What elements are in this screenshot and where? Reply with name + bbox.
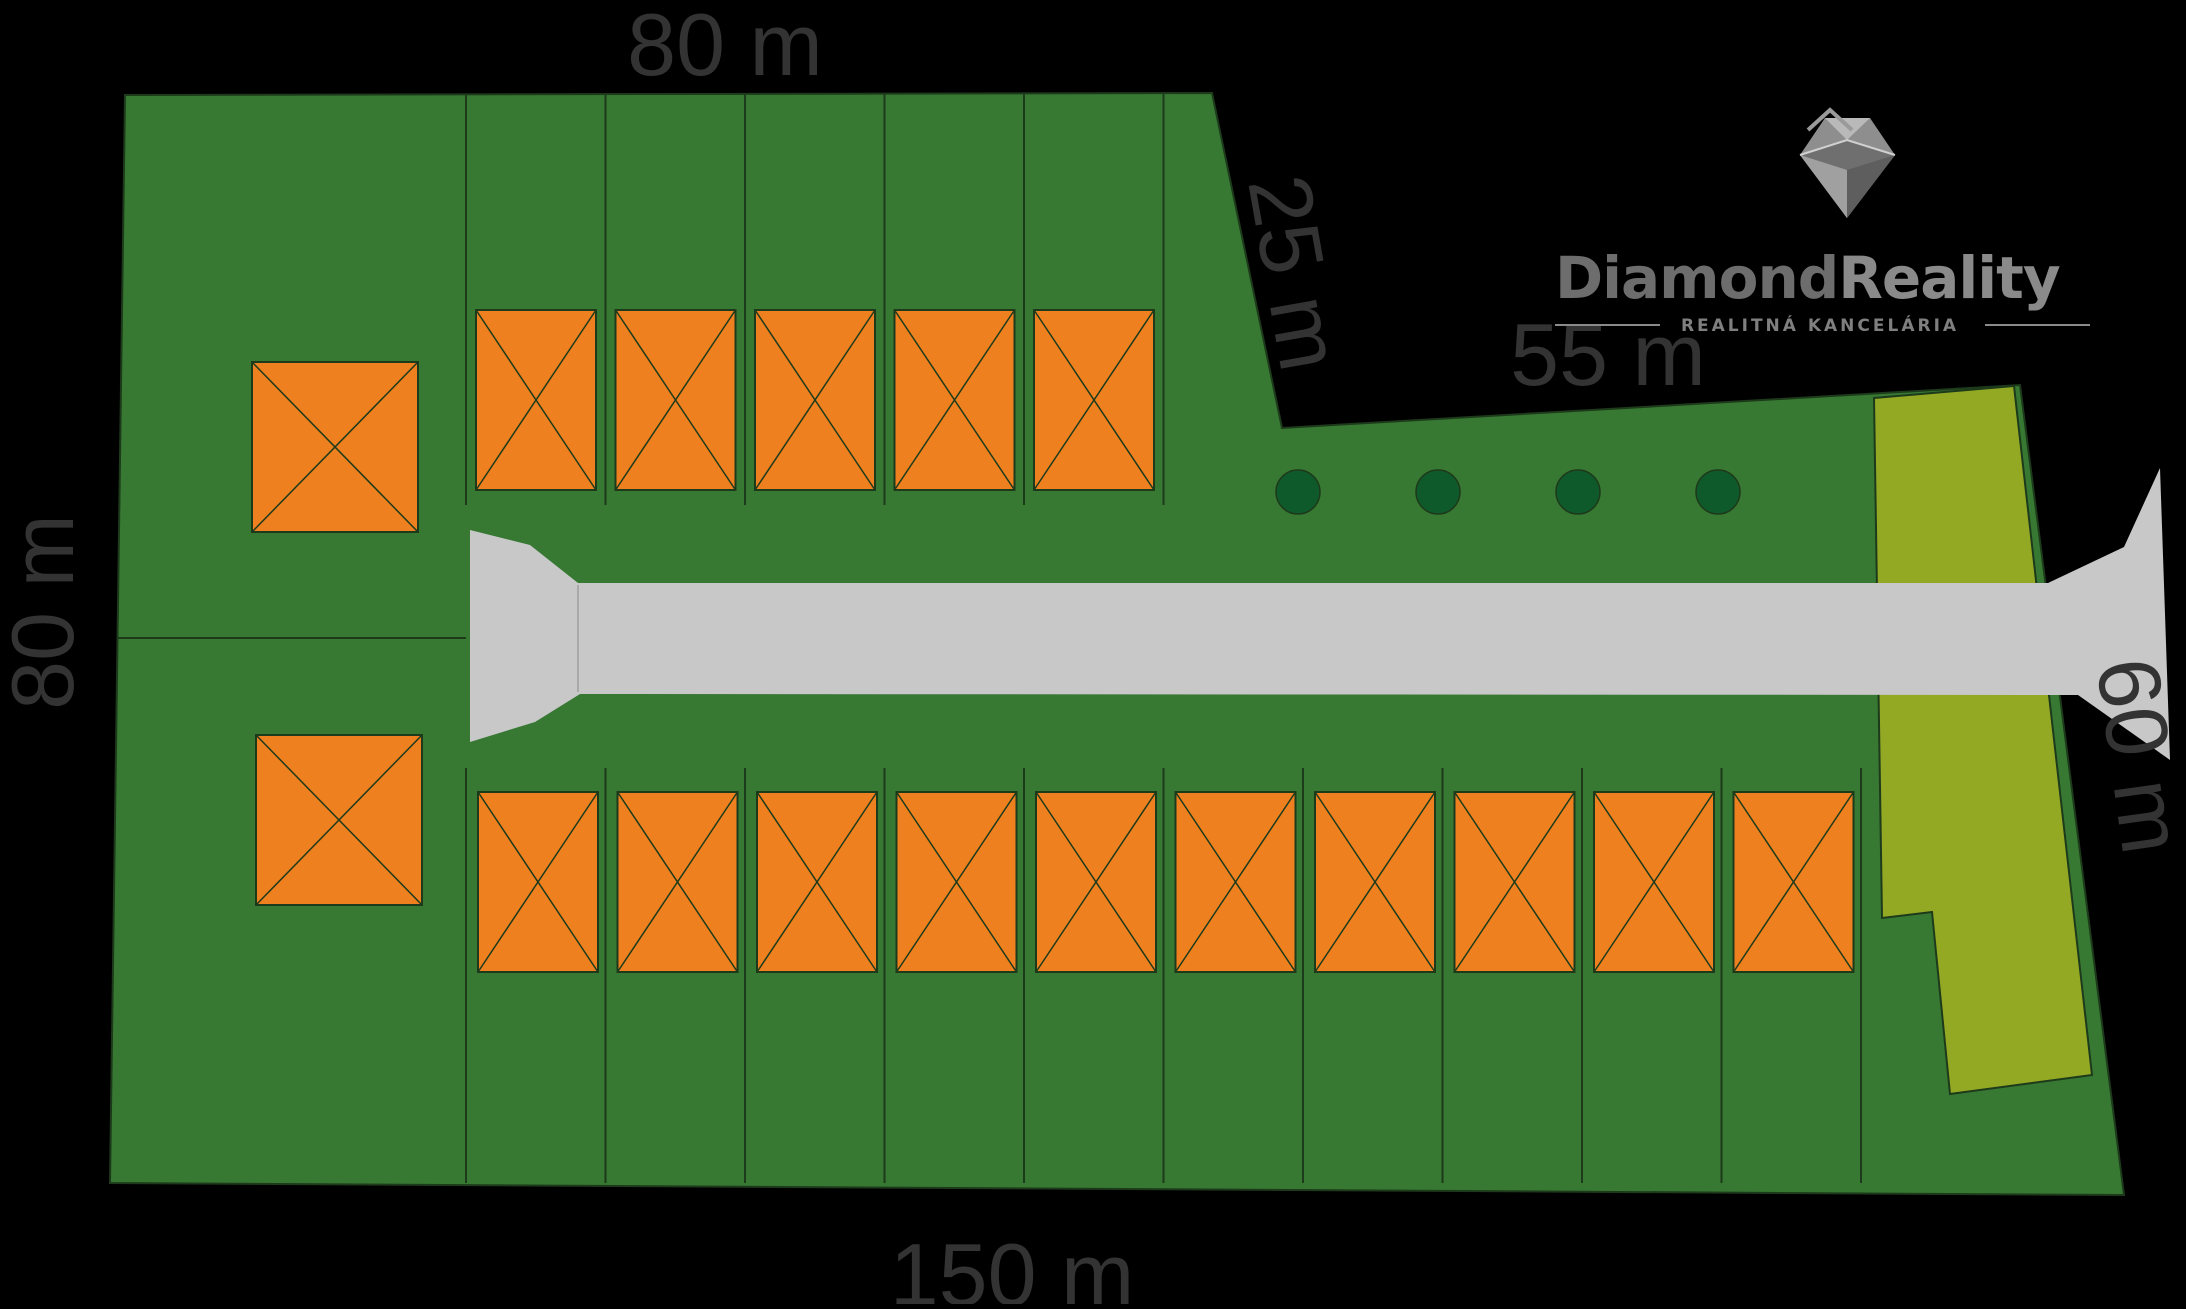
house-top-4 (893, 309, 1016, 491)
house-diagonal (255, 734, 423, 906)
house-top-3 (754, 309, 876, 491)
dimension-right: 60 m (2078, 652, 2186, 860)
house-bottom-10 (1732, 791, 1855, 973)
dimension-bottom: 150 m (890, 1225, 1135, 1304)
house-diagonal (1593, 791, 1715, 973)
green-buffer-strip (1872, 384, 2094, 1096)
house-diagonal (756, 791, 878, 973)
house-diagonal (251, 361, 419, 533)
house-diagonal (614, 309, 737, 491)
house-diagonal (1174, 791, 1297, 973)
logo-name-reality: Reality (1838, 244, 2060, 312)
house-diagonal (754, 309, 876, 491)
dimension-inner: 55 m (1510, 305, 1706, 404)
diamond-icon (1799, 107, 1896, 218)
trees (1275, 469, 1741, 515)
tree-2 (1415, 469, 1461, 515)
house-bottom-4 (895, 791, 1018, 973)
house-left-2 (255, 734, 423, 906)
house-bottom-8 (1453, 791, 1576, 973)
house-bottom-2 (616, 791, 739, 973)
diamond-reality-logo: DiamondReality REALITNÁ KANCELÁRIA (1555, 107, 2090, 336)
house-top-1 (475, 309, 597, 491)
house-bottom-5 (1035, 791, 1157, 973)
house-left-1 (251, 361, 419, 533)
house-diagonal (1453, 791, 1576, 973)
house-top-5 (1033, 309, 1155, 491)
house-diagonal (895, 791, 1018, 973)
svg-text:DiamondReality: DiamondReality (1555, 244, 2060, 312)
house-diagonal (1314, 791, 1436, 973)
house-bottom-6 (1174, 791, 1297, 973)
houses (251, 309, 1855, 973)
dimension-left: 80 m (0, 514, 92, 710)
plot-division-lines (118, 94, 1862, 1183)
logo-name-diamond: Diamond (1555, 244, 1838, 312)
house-bottom-3 (756, 791, 878, 973)
tree-3 (1555, 469, 1601, 515)
house-bottom-1 (477, 791, 599, 973)
house-diagonal (477, 791, 599, 973)
house-diagonal (1732, 791, 1855, 973)
access-road (470, 468, 2170, 760)
house-diagonal (616, 791, 739, 973)
house-diagonal (893, 309, 1016, 491)
tree-1 (1275, 469, 1321, 515)
logo-tagline: REALITNÁ KANCELÁRIA (1681, 314, 1959, 336)
house-diagonal (1033, 309, 1155, 491)
house-bottom-7 (1314, 791, 1436, 973)
house-bottom-9 (1593, 791, 1715, 973)
house-diagonal (475, 309, 597, 491)
dimension-top: 80 m (627, 0, 823, 94)
house-top-2 (614, 309, 737, 491)
house-diagonal (1035, 791, 1157, 973)
tree-4 (1695, 469, 1741, 515)
